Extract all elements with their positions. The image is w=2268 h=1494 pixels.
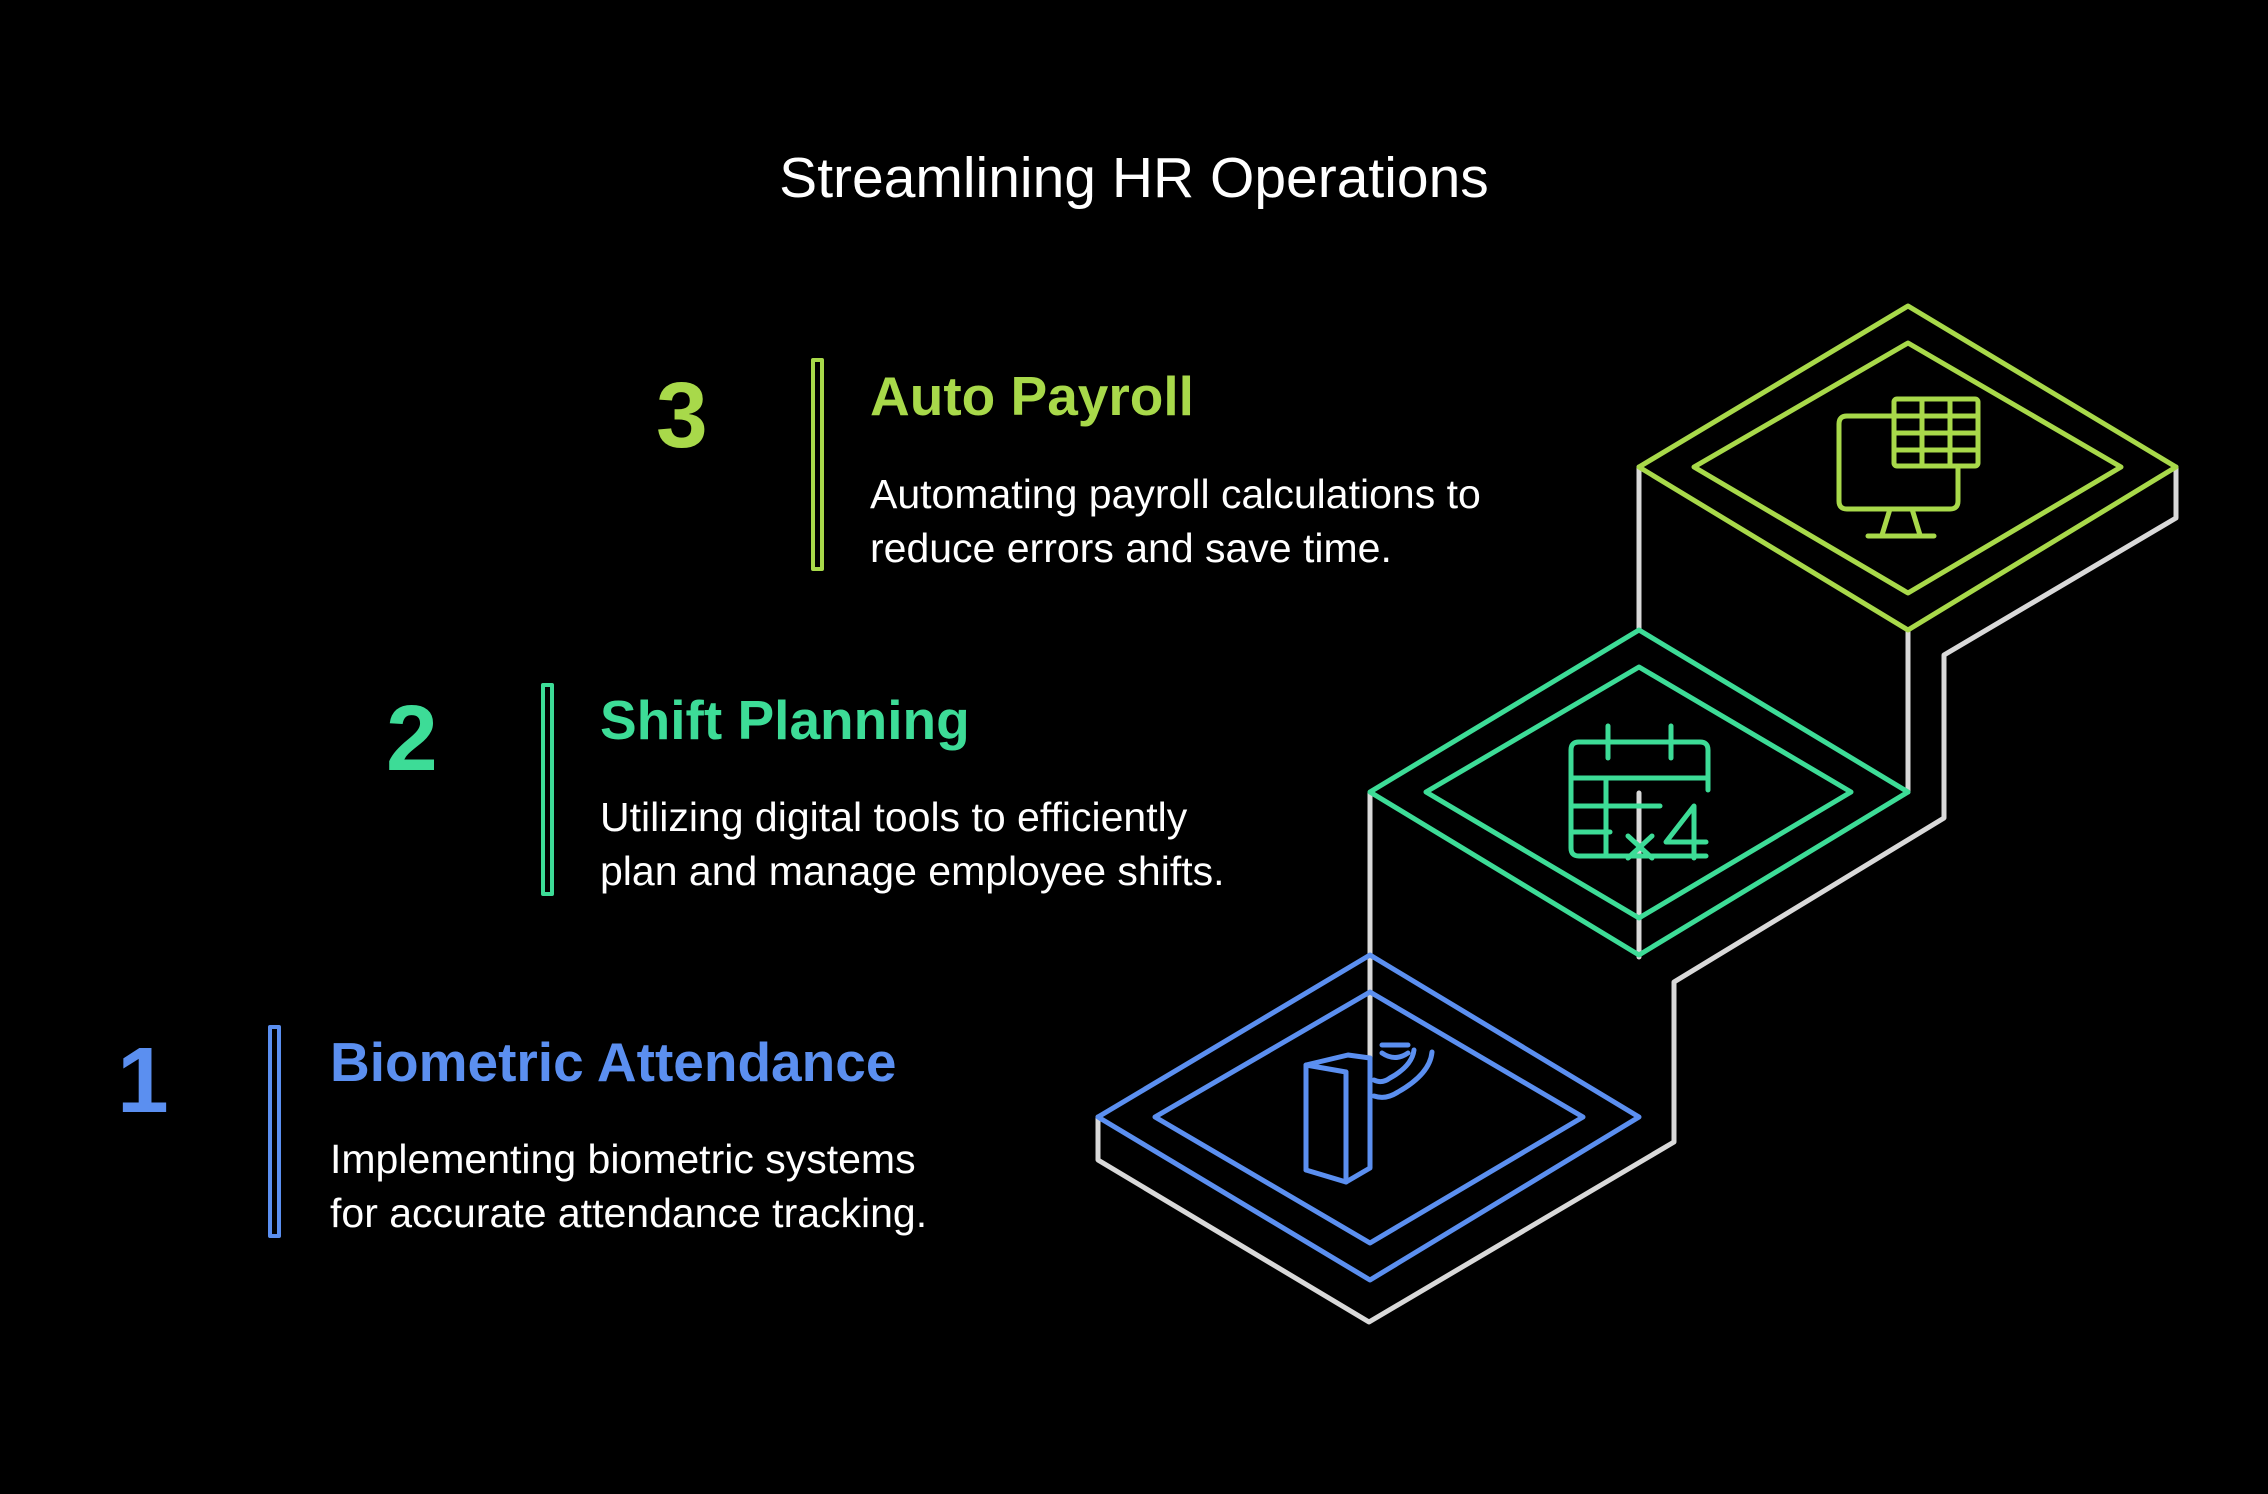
step-heading: Auto Payroll: [870, 365, 1194, 427]
step-description-line: plan and manage employee shifts.: [600, 848, 1225, 894]
step-description-line: Implementing biometric systems: [330, 1136, 916, 1182]
step-description-line: Automating payroll calculations to: [870, 471, 1481, 517]
step-description: Implementing biometric systems for accur…: [330, 1132, 927, 1240]
step-description: Utilizing digital tools to efficiently p…: [600, 790, 1225, 898]
computer-spreadsheet-icon: [1836, 396, 1981, 539]
platform-step-2: [1367, 627, 1911, 958]
calendar-x4-icon: [1568, 723, 1711, 861]
door-scanner-icon: [1303, 1042, 1435, 1185]
step-number: 3: [656, 363, 708, 467]
step-number: 1: [117, 1028, 169, 1132]
step-heading: Shift Planning: [600, 689, 970, 751]
step-accent-bar: [811, 358, 824, 571]
staircase-outline: [1095, 464, 2179, 1325]
step-accent-bar: [268, 1025, 281, 1238]
step-heading: Biometric Attendance: [330, 1031, 897, 1093]
platform-step-1: [1095, 952, 1642, 1283]
step-description-line: for accurate attendance tracking.: [330, 1190, 928, 1236]
step-accent-bar: [541, 683, 554, 896]
step-description: Automating payroll calculations to reduc…: [870, 467, 1481, 575]
step-number: 2: [386, 686, 438, 790]
step-description-line: Utilizing digital tools to efficiently: [600, 794, 1188, 840]
diagram-title: Streamlining HR Operations: [779, 146, 1489, 210]
step-description-line: reduce errors and save time.: [870, 525, 1392, 571]
platform-step-3: [1636, 303, 2179, 633]
